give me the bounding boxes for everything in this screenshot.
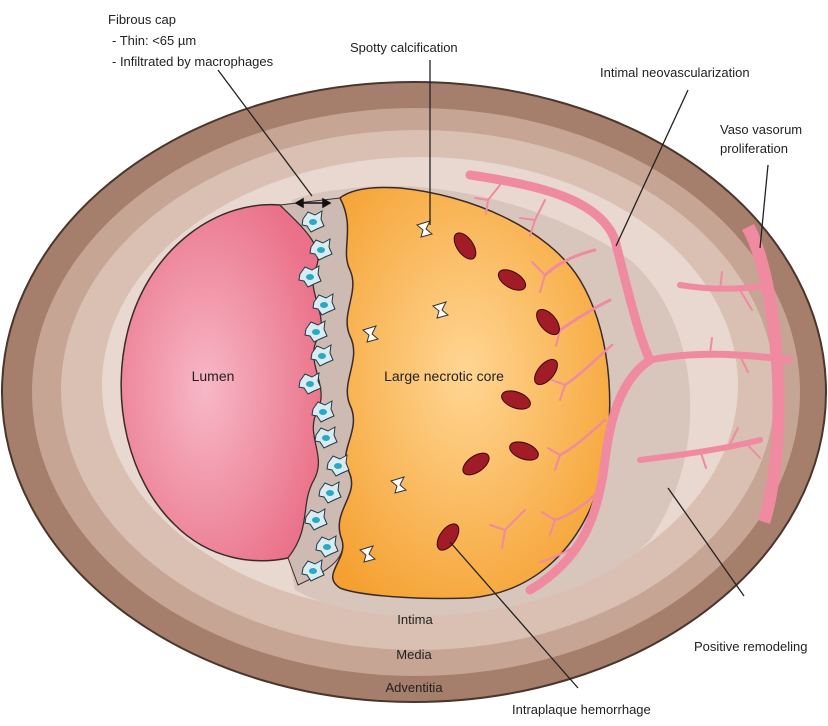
macrophage-nucleus	[312, 329, 320, 335]
label-media: Media	[396, 647, 432, 662]
macrophage-nucleus	[323, 544, 331, 550]
macrophage-nucleus	[306, 274, 314, 280]
label-lumen: Lumen	[192, 368, 235, 384]
label-vaso-vasorum-2: proliferation	[720, 141, 788, 156]
label-intimal-neovascularization: Intimal neovascularization	[600, 65, 750, 80]
label-intima: Intima	[397, 612, 433, 627]
macrophage-nucleus	[306, 381, 314, 387]
label-fibrous-cap-infiltrated: - Infiltrated by macrophages	[112, 54, 274, 69]
label-intraplaque-hemorrhage: Intraplaque hemorrhage	[512, 702, 651, 717]
macrophage-nucleus	[320, 302, 328, 308]
macrophage-nucleus	[312, 517, 320, 523]
macrophage-nucleus	[309, 219, 317, 225]
label-vaso-vasorum-1: Vaso vasorum	[720, 122, 802, 137]
macrophage-nucleus	[322, 435, 330, 441]
label-fibrous-cap-thin: - Thin: <65 µm	[112, 33, 196, 48]
label-spotty-calcification: Spotty calcification	[350, 40, 458, 55]
label-fibrous-cap-title: Fibrous cap	[108, 12, 176, 27]
label-adventitia: Adventitia	[385, 680, 443, 695]
macrophage-nucleus	[326, 490, 334, 496]
macrophage-nucleus	[318, 353, 326, 359]
label-positive-remodeling: Positive remodeling	[694, 639, 807, 654]
macrophage-nucleus	[319, 409, 327, 415]
macrophage-nucleus	[317, 247, 325, 253]
label-necrotic-core: Large necrotic core	[384, 368, 504, 384]
macrophage-nucleus	[334, 463, 342, 469]
macrophage-nucleus	[309, 568, 317, 574]
